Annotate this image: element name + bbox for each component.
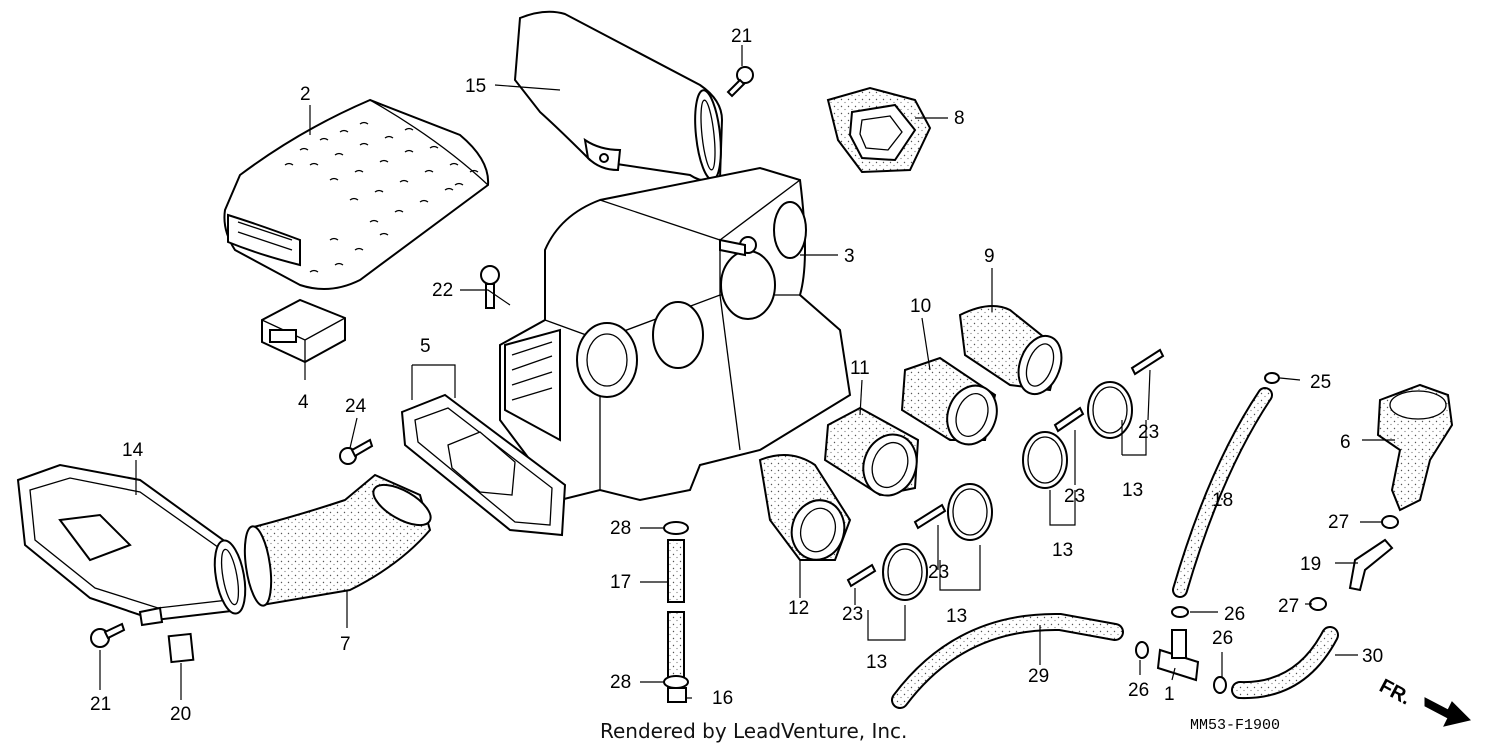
upper-intake-duct [513, 10, 724, 182]
callout-20: 20 [170, 704, 191, 725]
callout-23-d: 23 [842, 604, 863, 625]
clip-25 [1264, 372, 1280, 384]
bolt-24 [339, 438, 374, 465]
air-cleaner-case [499, 166, 852, 502]
callout-6: 6 [1340, 432, 1351, 453]
callout-1: 1 [1164, 684, 1175, 705]
screw-23-b [1053, 406, 1085, 433]
inlet-funnel-8 [826, 86, 932, 174]
callout-23-c: 23 [928, 562, 949, 583]
clip-27-a [1381, 515, 1399, 529]
callout-26-c: 26 [1212, 628, 1233, 649]
diagram-code: MM53-F1900 [1190, 717, 1280, 734]
lower-intake-duct [16, 463, 247, 627]
callout-25: 25 [1310, 372, 1331, 393]
callout-30: 30 [1362, 646, 1383, 667]
hose-17 [667, 539, 685, 681]
callout-15: 15 [465, 76, 486, 97]
t-joint-1 [1156, 629, 1200, 682]
callout-numbers: 1 2 3 4 5 6 7 8 9 10 11 12 13 13 13 13 1… [90, 26, 1383, 725]
clip-26-c [1213, 676, 1227, 694]
callout-12: 12 [788, 598, 809, 619]
callout-9: 9 [984, 246, 995, 267]
leader-lines [99, 45, 1395, 700]
callout-28-a: 28 [610, 518, 631, 539]
front-direction-indicator: FR. [1376, 675, 1471, 727]
clip-27-b [1309, 597, 1327, 611]
callout-3: 3 [844, 246, 855, 267]
drain-funnel-6 [1376, 383, 1454, 512]
clamp-13-a [1087, 381, 1133, 439]
air-filter-element [223, 98, 490, 290]
callout-13-d: 13 [866, 652, 887, 673]
callout-5: 5 [420, 336, 431, 357]
callout-27-a: 27 [1328, 512, 1349, 533]
fitting-19 [1348, 538, 1394, 592]
callout-27-b: 27 [1278, 596, 1299, 617]
bolt-22 [480, 265, 500, 309]
callout-13-a: 13 [1122, 480, 1143, 501]
clip-28-b [663, 675, 689, 689]
callout-26-b: 26 [1128, 680, 1149, 701]
drain-plug-16 [667, 687, 687, 703]
callout-11: 11 [850, 358, 870, 379]
bolt-21-b [90, 622, 126, 648]
clamp-13-d [882, 543, 928, 601]
callout-7: 7 [340, 634, 351, 655]
funnel-10 [900, 356, 998, 446]
filter-frame [400, 393, 567, 537]
callout-18: 18 [1212, 490, 1233, 511]
hose-30 [1231, 626, 1339, 700]
callout-22: 22 [432, 280, 453, 301]
callout-23-b: 23 [1064, 486, 1085, 507]
intake-boot-7 [243, 473, 432, 607]
callout-8: 8 [954, 108, 965, 129]
funnel-11 [823, 406, 920, 497]
bolt-21-a [726, 66, 754, 98]
callout-14: 14 [122, 440, 144, 461]
screw-23-c [913, 503, 947, 530]
callout-23-a: 23 [1138, 422, 1159, 443]
render-credit: Rendered by LeadVenture, Inc. [600, 719, 907, 743]
screw-23-d [846, 563, 877, 588]
callout-10: 10 [910, 296, 931, 317]
front-arrow-icon [1424, 697, 1471, 727]
callout-16: 16 [712, 688, 733, 709]
callout-19: 19 [1300, 554, 1321, 575]
funnel-12 [758, 454, 852, 561]
front-direction-label: FR. [1376, 675, 1415, 710]
callout-4: 4 [298, 392, 309, 413]
callout-24: 24 [345, 396, 367, 417]
filter-holder-bracket [261, 298, 346, 364]
hose-29 [891, 612, 1124, 709]
screw-23-a [1130, 348, 1165, 376]
label-20 [167, 632, 195, 664]
callout-21-b: 21 [90, 694, 111, 715]
clamp-13-b [1022, 431, 1068, 489]
callout-26-a: 26 [1224, 604, 1245, 625]
clip-26-a [1171, 606, 1189, 618]
callout-28-b: 28 [610, 672, 631, 693]
callout-21-a: 21 [731, 26, 752, 47]
clamp-13-c [947, 483, 993, 541]
callout-13-b: 13 [1052, 540, 1073, 561]
callout-2: 2 [300, 84, 311, 105]
callout-17: 17 [610, 572, 631, 593]
funnel-9 [958, 305, 1063, 396]
hose-18 [1172, 387, 1273, 598]
clip-26-b [1135, 641, 1149, 659]
callout-29: 29 [1028, 666, 1049, 687]
callout-13-c: 13 [946, 606, 967, 627]
clip-28-a [663, 521, 689, 535]
